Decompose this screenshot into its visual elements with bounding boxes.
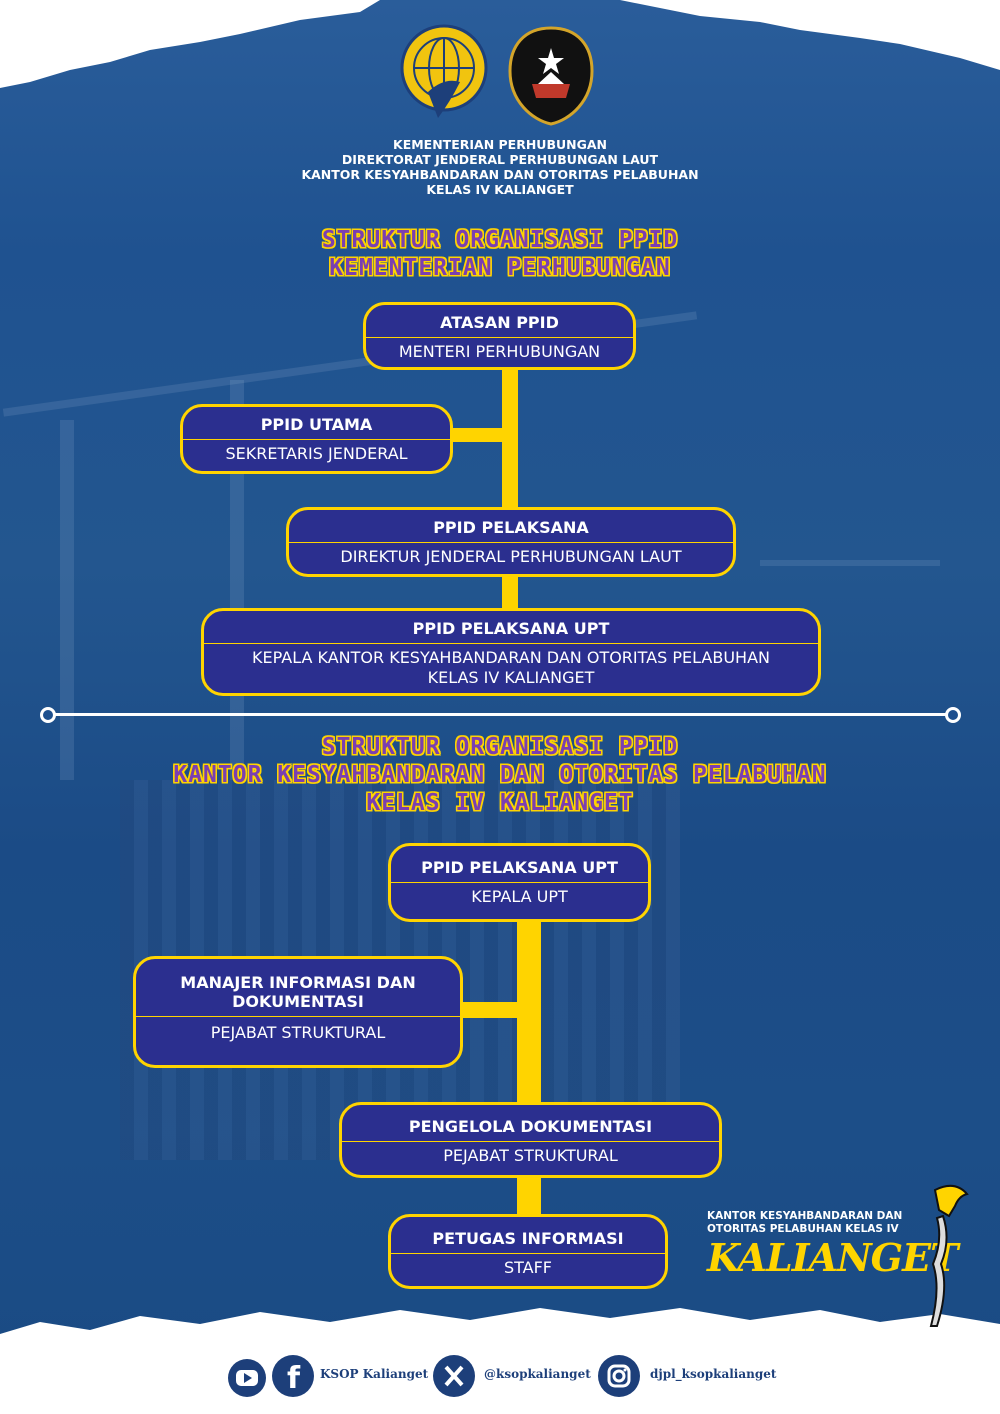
box-title: PPID PELAKSANA UPT (421, 858, 618, 877)
header-line2: DIREKTORAT JENDERAL PERHUBUNGAN LAUT (341, 152, 659, 167)
connector-branch-2 (458, 1002, 523, 1018)
box-sub: STAFF (503, 1258, 553, 1277)
header-line4: KELAS IV KALIANGET (426, 182, 574, 197)
kemenhub-logo (400, 24, 488, 118)
org-box-ppid-pelaksana-upt: PPID PELAKSANA UPT KEPALA KANTOR KESYAHB… (201, 608, 821, 696)
section2-title-line2: KANTOR KESYAHBANDARAN DAN OTORITAS PELAB… (173, 762, 827, 788)
box-title: PPID PELAKSANA (433, 518, 589, 537)
brand-name: KALIANGET (707, 1235, 958, 1280)
box-sub: PEJABAT STRUKTURAL (443, 1146, 618, 1165)
box-title: PPID UTAMA (260, 415, 373, 434)
box-title2: DOKUMENTASI (232, 992, 364, 1011)
torn-paper-top (0, 0, 1000, 88)
connector-branch-1 (448, 428, 508, 442)
org-box-petugas-informasi: PETUGAS INFORMASI STAFF (388, 1214, 668, 1289)
box-sub: MENTERI PERHUBUNGAN (398, 342, 601, 361)
header-text: KEMENTERIAN PERHUBUNGAN DIREKTORAT JENDE… (0, 137, 1000, 197)
box-title: ATASAN PPID (440, 313, 559, 332)
box-sub: KEPALA KANTOR KESYAHBANDARAN DAN OTORITA… (252, 648, 770, 667)
box-sub2: KELAS IV KALIANGET (427, 668, 595, 687)
header-line1: KEMENTERIAN PERHUBUNGAN (393, 137, 607, 152)
x-handle[interactable]: @ksopkalianget (484, 1367, 591, 1381)
section2-title: STRUKTUR ORGANISASI PPID KANTOR KESYAHBA… (0, 733, 1000, 817)
divider-dot-left (40, 707, 56, 723)
header-line3: KANTOR KESYAHBANDARAN DAN OTORITAS PELAB… (301, 167, 699, 182)
facebook-handle[interactable]: KSOP Kalianget (320, 1367, 429, 1381)
ksop-brand: KANTOR KESYAHBANDARAN DAN OTORITAS PELAB… (707, 1210, 958, 1280)
x-twitter-icon[interactable] (433, 1355, 475, 1397)
box-title: PETUGAS INFORMASI (432, 1229, 624, 1248)
box-sub: KEPALA UPT (471, 887, 568, 906)
section1-title-line1: STRUKTUR ORGANISASI PPID (321, 227, 679, 253)
youtube-icon[interactable] (228, 1359, 266, 1397)
instagram-handle[interactable]: djpl_ksopkalianget (650, 1367, 777, 1381)
box-sub: SEKRETARIS JENDERAL (225, 444, 408, 463)
section1-title: STRUKTUR ORGANISASI PPID KEMENTERIAN PER… (0, 226, 1000, 282)
facebook-icon[interactable]: f (272, 1355, 314, 1397)
divider-dot-right (945, 707, 961, 723)
brand-line2: OTORITAS PELABUHAN KELAS IV (707, 1223, 899, 1235)
ksop-shield-logo (508, 26, 594, 126)
box-sub: DIREKTUR JENDERAL PERHUBUNGAN LAUT (340, 547, 682, 566)
org-box-ppid-utama: PPID UTAMA SEKRETARIS JENDERAL (180, 404, 453, 474)
box-title: MANAJER INFORMASI DAN (180, 973, 416, 992)
svg-text:f: f (287, 1361, 301, 1396)
org-box-pengelola-dokumentasi: PENGELOLA DOKUMENTASI PEJABAT STRUKTURAL (339, 1102, 722, 1178)
box-title: PENGELOLA DOKUMENTASI (408, 1117, 653, 1136)
org-box-atasan-ppid: ATASAN PPID MENTERI PERHUBUNGAN (363, 302, 636, 370)
section-divider (48, 713, 952, 716)
box-sub: PEJABAT STRUKTURAL (210, 1023, 386, 1042)
social-footer: f KSOP Kalianget @ksopkalianget djpl_kso… (0, 1355, 1000, 1405)
connector-line-2 (517, 915, 541, 1225)
box-title: PPID PELAKSANA UPT (412, 619, 610, 638)
section2-title-line1: STRUKTUR ORGANISASI PPID (321, 734, 679, 760)
org-box-ppid-pelaksana: PPID PELAKSANA DIREKTUR JENDERAL PERHUBU… (286, 507, 736, 577)
keris-icon (929, 1184, 969, 1327)
org-box-ppid-pelaksana-upt-2: PPID PELAKSANA UPT KEPALA UPT (388, 843, 651, 922)
org-box-manajer-informasi: MANAJER INFORMASI DAN DOKUMENTASI PEJABA… (133, 956, 463, 1068)
instagram-icon[interactable] (598, 1355, 640, 1397)
section1-title-line2: KEMENTERIAN PERHUBUNGAN (329, 255, 671, 281)
brand-line1: KANTOR KESYAHBANDARAN DAN (707, 1210, 903, 1222)
section2-title-line3: KELAS IV KALIANGET (366, 790, 634, 816)
